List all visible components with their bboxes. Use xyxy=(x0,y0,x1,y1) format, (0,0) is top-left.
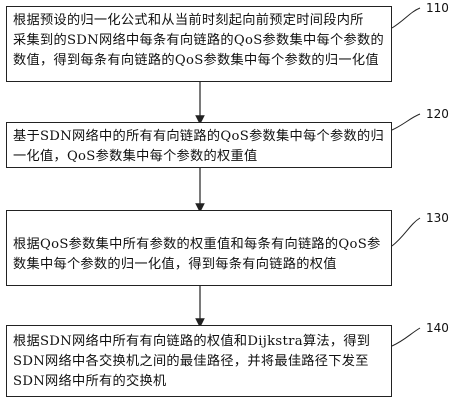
leader-120 xyxy=(391,113,421,131)
step-130-line-1: 根据QoS参数集中所有参数的权重值和每条有向链路的QoS参 xyxy=(13,237,381,252)
step-label-140: 140 xyxy=(426,321,449,335)
step-label-120: 120 xyxy=(426,107,449,121)
step-label-130: 130 xyxy=(426,211,449,225)
step-140-line-3: SDN网络中所有的交换机 xyxy=(13,374,167,389)
step-130-line-2: 数集中每个参数的归一化值，得到每条有向链路的权值 xyxy=(13,257,337,272)
step-box-110: 根据预设的归一化公式和从当前时刻起向前预定时间段内所 采集到的SDN网络中每条有… xyxy=(6,6,392,82)
step-110-line-1: 根据预设的归一化公式和从当前时刻起向前预定时间段内所 xyxy=(13,13,364,28)
step-120-line-1: 基于SDN网络中的所有有向链路的QoS参数集中每个参数的归 xyxy=(13,129,384,144)
step-label-110: 110 xyxy=(426,1,449,15)
step-140-line-1: 根据SDN网络中所有有向链路的权值和Dijkstra算法，得到 xyxy=(13,334,371,349)
step-box-140: 根据SDN网络中所有有向链路的权值和Dijkstra算法，得到 SDN网络中各交… xyxy=(6,325,392,397)
step-140-line-2: SDN网络中各交换机之间的最佳路径，并将最佳路径下发至 xyxy=(13,354,369,369)
step-box-120: 基于SDN网络中的所有有向链路的QoS参数集中每个参数的归 一化值，QoS参数集… xyxy=(6,122,392,168)
step-box-130: 根据QoS参数集中所有参数的权重值和每条有向链路的QoS参 数集中每个参数的归一… xyxy=(6,210,392,286)
step-120-line-2: 一化值，QoS参数集中每个参数的权重值 xyxy=(13,149,258,164)
step-110-line-3: 数值，得到每条有向链路的QoS参数集中每个参数的归一化值 xyxy=(13,53,379,68)
leader-140 xyxy=(391,327,421,347)
step-110-line-2: 采集到的SDN网络中每条有向链路的QoS参数集中每个参数的 xyxy=(13,33,384,48)
leader-110 xyxy=(391,7,421,29)
leader-130 xyxy=(391,217,421,247)
